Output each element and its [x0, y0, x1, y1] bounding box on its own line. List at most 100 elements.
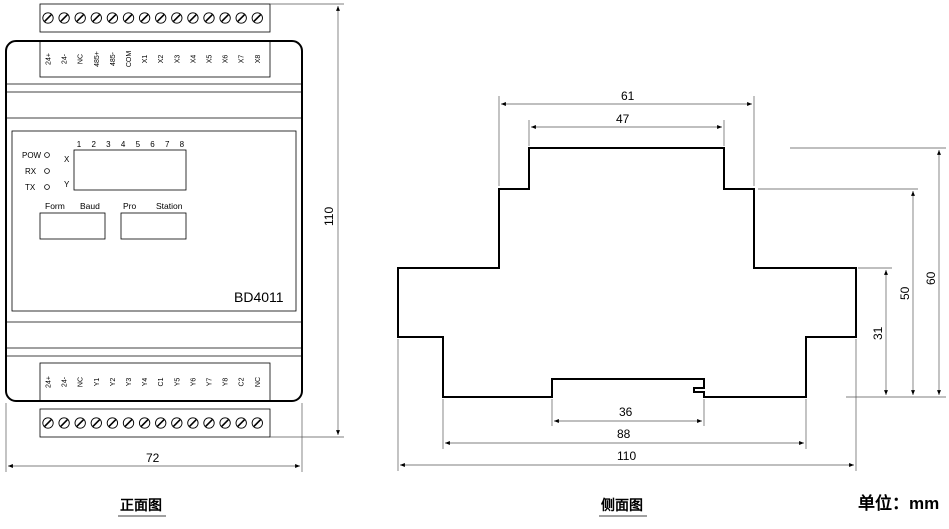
channel-number: 8	[180, 140, 185, 149]
screw-icon	[42, 417, 54, 429]
screw-icon	[106, 417, 119, 429]
terminal-label: COM	[126, 51, 133, 68]
dim-label-50: 50	[898, 286, 912, 300]
terminal-label: 485-	[110, 51, 117, 66]
terminal-label: X1	[142, 55, 149, 64]
switch-box-form-baud	[39, 212, 106, 240]
terminal-label: Y7	[207, 378, 214, 387]
top-terminal-block	[39, 3, 271, 33]
top-label-strip	[39, 40, 271, 78]
screw-icon	[90, 12, 102, 24]
dim-label-47: 47	[616, 112, 630, 126]
front-panel	[11, 130, 297, 312]
terminal-label: NC	[78, 377, 85, 387]
terminal-label: 24-	[62, 376, 69, 387]
dim-label-36: 36	[619, 405, 633, 419]
unit-label: 单位：mm	[858, 493, 939, 513]
terminal-label: X2	[158, 55, 165, 64]
top-screws	[42, 12, 263, 24]
channel-number: 5	[136, 140, 141, 149]
terminal-label: X6	[223, 55, 230, 64]
dim-label-60: 60	[924, 271, 938, 285]
led-label-tx: TX	[25, 183, 36, 192]
led-rx-icon	[44, 168, 50, 174]
screw-icon	[203, 12, 215, 24]
dim-label-88: 88	[617, 427, 631, 441]
screw-icon	[155, 417, 167, 429]
led-label-pow: POW	[22, 151, 42, 160]
screw-icon	[251, 12, 263, 24]
bottom-label-strip	[39, 362, 271, 402]
terminal-label: 485+	[94, 51, 101, 67]
screw-icon	[171, 417, 183, 429]
screw-icon	[203, 417, 215, 429]
channel-number: 2	[91, 140, 96, 149]
screw-icon	[58, 12, 70, 24]
dim-label-31: 31	[871, 326, 885, 340]
screw-icon	[251, 417, 263, 429]
switch-label-baud: Baud	[80, 201, 100, 211]
front-housing	[5, 40, 303, 402]
screw-icon	[42, 12, 54, 24]
screw-icon	[235, 417, 247, 429]
screw-icon	[58, 417, 70, 429]
switch-label-pro: Pro	[123, 201, 137, 211]
dim-label-110-side: 110	[617, 449, 636, 463]
screw-icon	[74, 12, 86, 24]
bottom-terminal-block	[39, 408, 271, 438]
channel-number: 6	[150, 140, 155, 149]
terminal-label: 24-	[62, 53, 69, 64]
screw-icon	[219, 417, 231, 429]
screw-icon	[155, 12, 167, 24]
dim-label-110-front: 110	[322, 207, 336, 226]
terminal-label: C1	[158, 377, 165, 386]
terminal-label: Y4	[142, 378, 149, 387]
dim-label-72: 72	[146, 451, 160, 465]
side-profile-outline	[397, 147, 857, 398]
screw-icon	[106, 12, 119, 24]
channel-number: 3	[106, 140, 111, 149]
terminal-label: NC	[78, 54, 85, 64]
switch-box-pro-station	[120, 212, 187, 240]
screw-icon	[122, 12, 135, 24]
terminal-label: Y5	[174, 378, 181, 387]
terminal-label: X3	[174, 55, 181, 64]
screw-icon	[74, 417, 86, 429]
screw-icon	[187, 417, 199, 429]
screw-icon	[171, 12, 183, 24]
side-view-caption: 侧面图	[601, 497, 643, 513]
terminal-label: Y8	[223, 378, 230, 387]
screw-icon	[138, 417, 151, 429]
model-label: BD4011	[234, 289, 284, 305]
front-view-caption: 正面图	[120, 497, 162, 513]
bottom-screws	[42, 417, 263, 429]
led-pow-icon	[44, 152, 50, 158]
switch-label-station: Station	[156, 201, 183, 211]
terminal-label: Y2	[110, 378, 117, 387]
channel-number: 4	[121, 140, 126, 149]
terminal-label: X5	[207, 55, 214, 64]
switch-label-form: Form	[45, 201, 65, 211]
y-label: Y	[64, 180, 70, 189]
channel-display	[73, 149, 187, 191]
x-label: X	[64, 155, 70, 164]
screw-icon	[187, 12, 199, 24]
screw-icon	[219, 12, 231, 24]
channel-number: 1	[77, 140, 82, 149]
side-view: 61 47 36 88 110 31 50 60	[397, 89, 946, 517]
screw-icon	[235, 12, 247, 24]
screw-icon	[122, 417, 135, 429]
terminal-label: C2	[239, 377, 246, 386]
terminal-label: Y6	[190, 378, 197, 387]
terminal-label: X7	[239, 55, 246, 64]
terminal-label: X4	[190, 55, 197, 64]
led-label-rx: RX	[25, 167, 37, 176]
terminal-label: Y3	[126, 378, 133, 387]
led-tx-icon	[44, 184, 50, 190]
dim-label-61: 61	[621, 89, 635, 103]
terminal-label: X8	[255, 55, 262, 64]
